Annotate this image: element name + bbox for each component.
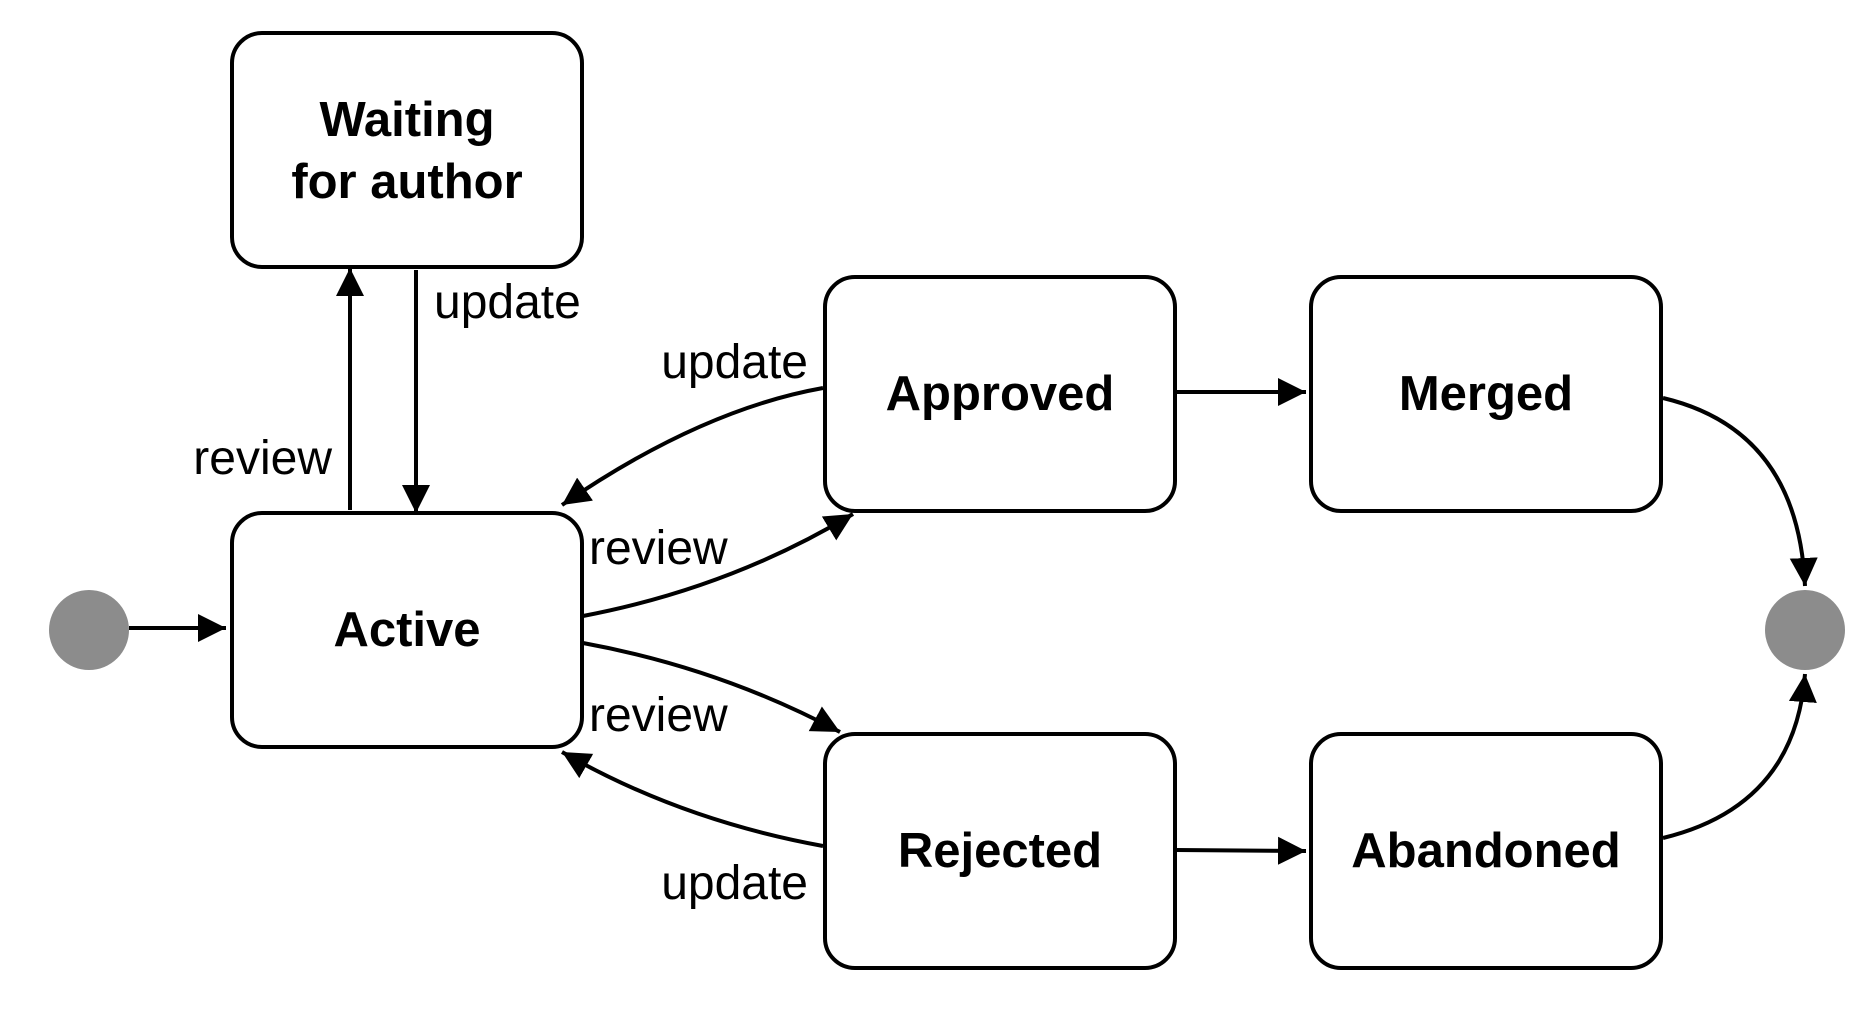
transition-label-waiting-to-active: update [434, 276, 581, 329]
transition-label-rejected-to-active: update [661, 857, 808, 910]
state-abandoned: Abandoned [1309, 732, 1663, 970]
state-label-merged: Merged [1399, 367, 1573, 421]
state-label-abandoned: Abandoned [1351, 824, 1620, 878]
transition-label-active-to-waiting: review [193, 432, 332, 485]
state-approved: Approved [823, 275, 1177, 513]
state-label-for-author: for author [291, 155, 522, 209]
edge-rejected-to-active [561, 750, 824, 848]
edge-rejected-to-abandoned [1175, 836, 1307, 865]
edge-approved-to-active [560, 386, 824, 507]
state-label-active: Active [333, 603, 480, 657]
state-label-waiting: Waiting [319, 93, 494, 147]
state-merged: Merged [1309, 275, 1663, 513]
state-label-rejected: Rejected [898, 824, 1102, 878]
state-waiting-for-author: Waiting for author [230, 31, 584, 269]
transition-label-active-to-approved: review [589, 522, 728, 575]
edge-merged-to-final [1662, 396, 1818, 587]
state-rejected: Rejected [823, 732, 1177, 970]
initial-state-node [49, 590, 129, 670]
state-label-approved: Approved [886, 367, 1115, 421]
final-state-node [1765, 590, 1845, 670]
transition-label-active-to-rejected: review [589, 689, 728, 742]
transition-label-approved-to-active: update [661, 336, 808, 389]
state-active: Active [230, 511, 584, 749]
edge-active-to-approved [582, 512, 855, 618]
edge-active-to-rejected [582, 641, 841, 734]
edge-abandoned-to-final [1662, 673, 1817, 840]
